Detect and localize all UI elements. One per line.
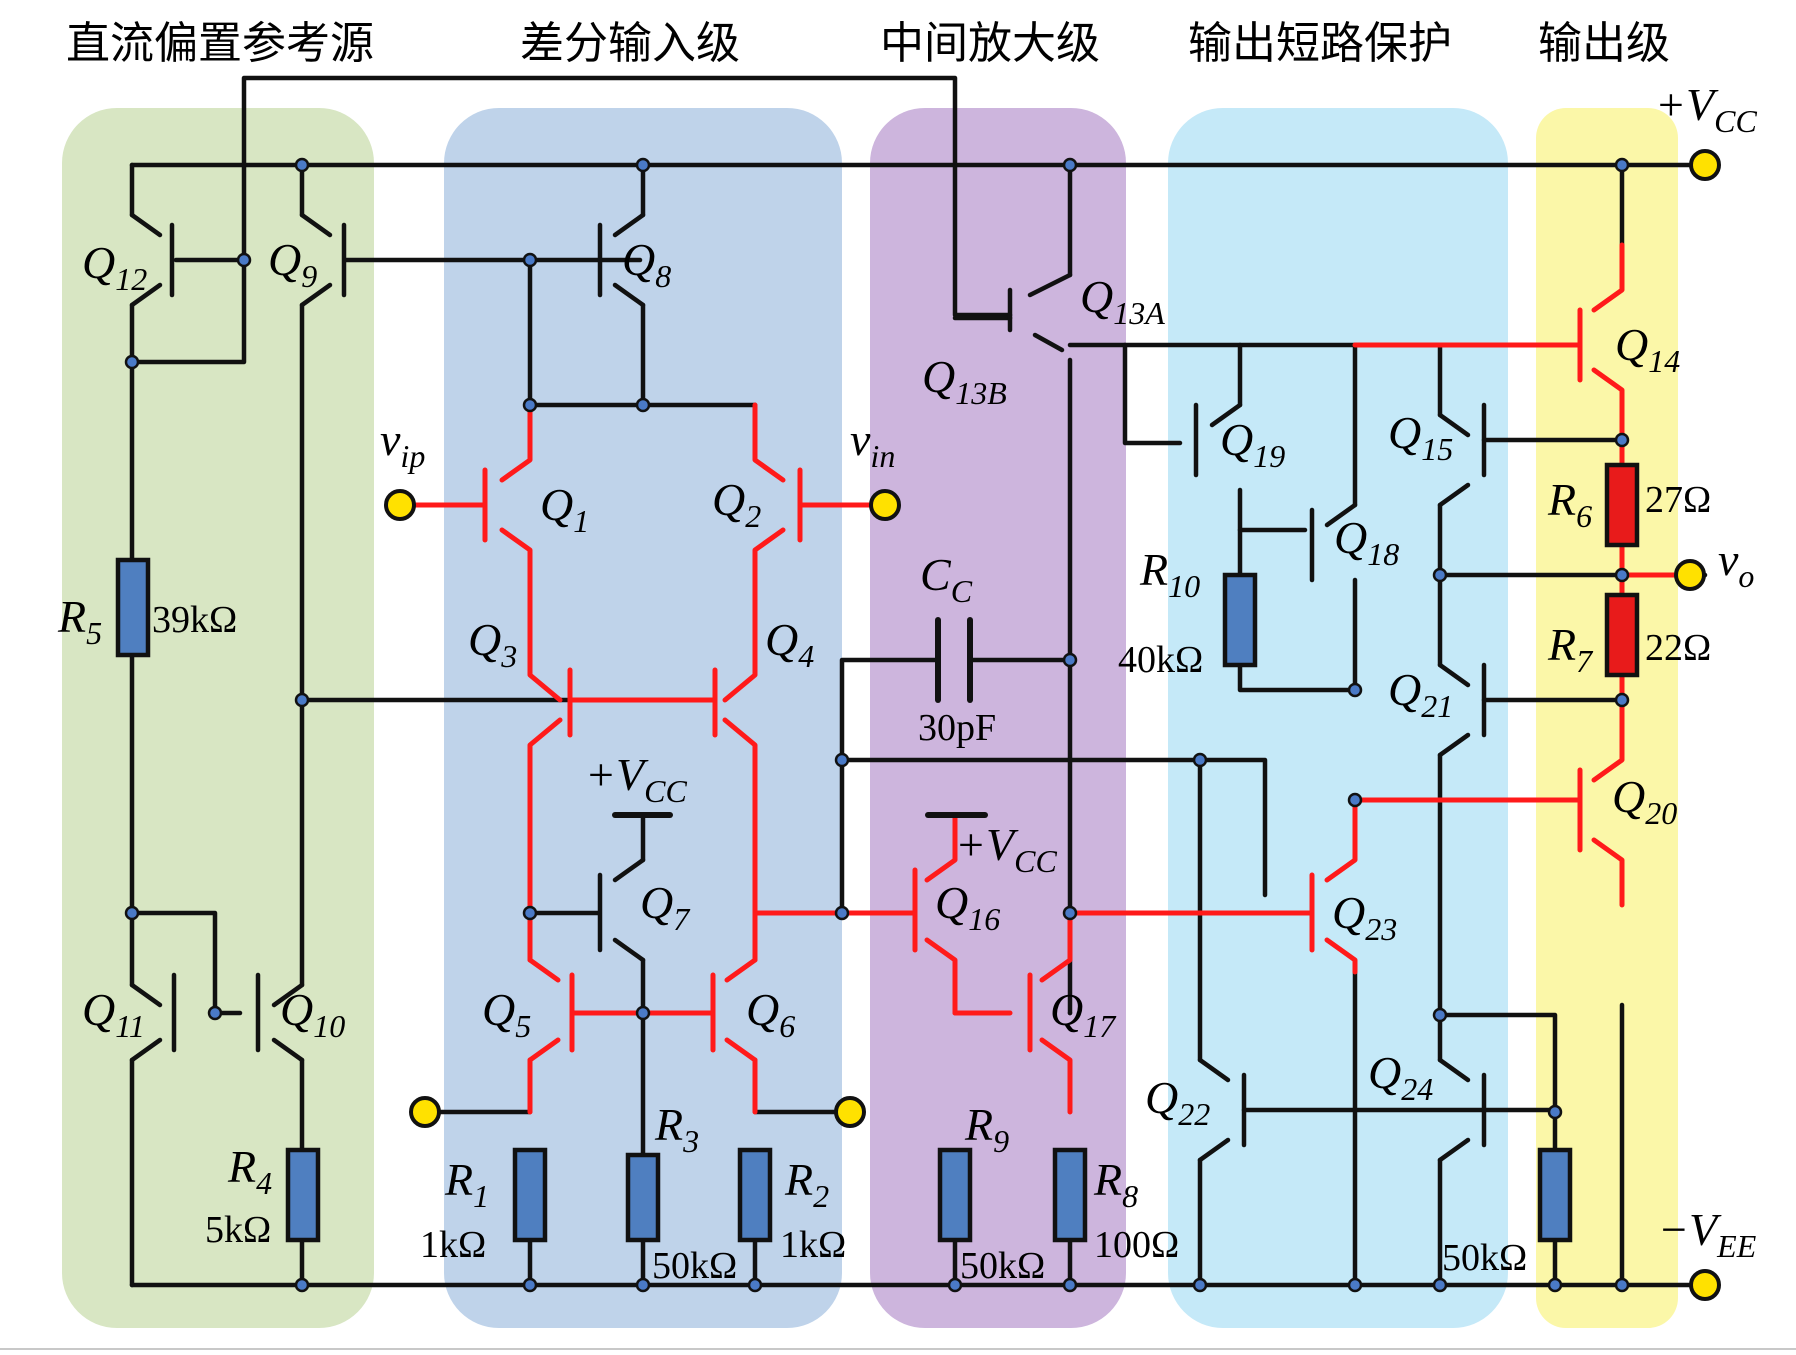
value-r10: 40kΩ	[1118, 639, 1203, 681]
label-q17: Q17	[1050, 984, 1117, 1044]
label-r5: R5	[57, 591, 102, 651]
value-r1: 1kΩ	[420, 1224, 486, 1266]
label-q23: Q23	[1332, 887, 1397, 947]
section-title-diff-input: 差分输入级	[520, 18, 740, 69]
label-r3: R3	[654, 1099, 699, 1159]
label-q24: Q24	[1368, 1047, 1433, 1107]
label-q13a: Q13A	[1080, 271, 1165, 331]
resistor-50k-right	[1537, 1147, 1573, 1243]
label-q7: Q7	[640, 877, 691, 937]
resistor-r2	[737, 1147, 773, 1243]
label-r1: R1	[444, 1154, 489, 1214]
label-r8: R8	[1093, 1154, 1138, 1214]
section-title-output: 输出级	[1538, 18, 1670, 69]
label-r9: R9	[964, 1099, 1009, 1159]
label-r4: R4	[227, 1141, 272, 1201]
label-vcc-q16: +VCC	[955, 819, 1057, 879]
value-r2: 1kΩ	[780, 1224, 846, 1266]
label-vin: vin	[850, 414, 895, 474]
section-title-middle-amp: 中间放大级	[880, 18, 1100, 69]
junction-dots	[124, 157, 1630, 1293]
resistor-r8	[1052, 1147, 1088, 1243]
label-vo: vo	[1718, 534, 1754, 594]
value-r6: 27Ω	[1645, 479, 1711, 521]
resistor-r3	[625, 1152, 661, 1243]
terminal-vo	[1674, 559, 1706, 591]
label-r2: R2	[784, 1154, 829, 1214]
terminal-vin	[869, 489, 901, 521]
value-r4: 5kΩ	[205, 1209, 271, 1251]
panel-diff-input	[444, 108, 842, 1328]
value-50k-right: 50kΩ	[1442, 1237, 1527, 1279]
label-q3: Q3	[468, 614, 517, 674]
label-q6: Q6	[746, 984, 795, 1044]
label-q15: Q15	[1388, 407, 1453, 467]
transistor-base-bars	[169, 222, 1583, 1148]
label-q16: Q16	[935, 877, 1000, 937]
label-q14: Q14	[1615, 319, 1680, 379]
label-q18: Q18	[1334, 512, 1399, 572]
value-r8: 100Ω	[1094, 1224, 1179, 1266]
label-vcc-rail: +VCC	[1655, 79, 1757, 139]
label-vcc-q7: +VCC	[585, 749, 687, 809]
resistor-r7	[1604, 592, 1640, 678]
resistor-r9	[937, 1147, 973, 1243]
terminal-offset-right	[834, 1096, 866, 1128]
label-r7: R7	[1547, 619, 1594, 679]
panel-bias-reference	[62, 108, 374, 1328]
value-r9: 50kΩ	[960, 1245, 1045, 1287]
label-q8: Q8	[622, 234, 671, 294]
terminal-vee	[1689, 1269, 1721, 1301]
label-q19: Q19	[1220, 414, 1285, 474]
label-q10: Q10	[280, 984, 345, 1044]
label-q2: Q2	[712, 474, 761, 534]
panel-output-stage	[1536, 108, 1678, 1328]
label-vee-rail: −VEE	[1658, 1204, 1757, 1264]
label-q21: Q21	[1388, 664, 1453, 724]
resistors	[115, 462, 1640, 1243]
label-r10: R10	[1139, 544, 1200, 604]
label-q9: Q9	[268, 234, 317, 294]
label-cc: CC	[920, 549, 973, 609]
label-q12: Q12	[82, 237, 147, 297]
resistor-r10	[1222, 572, 1258, 668]
label-q1: Q1	[540, 479, 589, 539]
resistor-labels: R5 39kΩ R4 5kΩ R1 1kΩ R3 50kΩ R2 1kΩ R9 …	[57, 474, 1711, 1287]
label-q4: Q4	[765, 614, 814, 674]
label-r6: R6	[1547, 474, 1592, 534]
resistor-r4	[285, 1147, 321, 1243]
label-q20: Q20	[1612, 771, 1677, 831]
terminal-vcc	[1689, 149, 1721, 181]
wires-black	[129, 75, 1708, 1288]
section-title-short-protect: 输出短路保护	[1188, 18, 1452, 69]
resistor-r5	[115, 557, 151, 658]
resistor-r6	[1604, 462, 1640, 548]
value-r3: 50kΩ	[652, 1245, 737, 1287]
value-cc: 30pF	[918, 707, 996, 749]
terminal-vip	[384, 489, 416, 521]
label-q22: Q22	[1145, 1072, 1210, 1132]
label-vip: vip	[380, 414, 425, 474]
label-q13b: Q13B	[922, 351, 1007, 411]
bottom-divider	[0, 1348, 1796, 1350]
terminals	[384, 149, 1721, 1301]
value-r5: 39kΩ	[152, 599, 237, 641]
panel-middle-amp	[870, 108, 1126, 1328]
panel-short-protect	[1168, 108, 1508, 1328]
value-r7: 22Ω	[1645, 627, 1711, 669]
terminal-offset-left	[409, 1096, 441, 1128]
transistor-labels: Q12 Q9 Q8 Q13A Q13B Q1 Q2 Q3 Q4 Q7 Q5 Q6…	[82, 234, 1680, 1132]
label-q5: Q5	[482, 984, 531, 1044]
resistor-r1	[512, 1147, 548, 1243]
label-q11: Q11	[82, 984, 145, 1044]
capacitor-cc	[935, 617, 973, 703]
section-title-bias: 直流偏置参考源	[66, 18, 374, 69]
